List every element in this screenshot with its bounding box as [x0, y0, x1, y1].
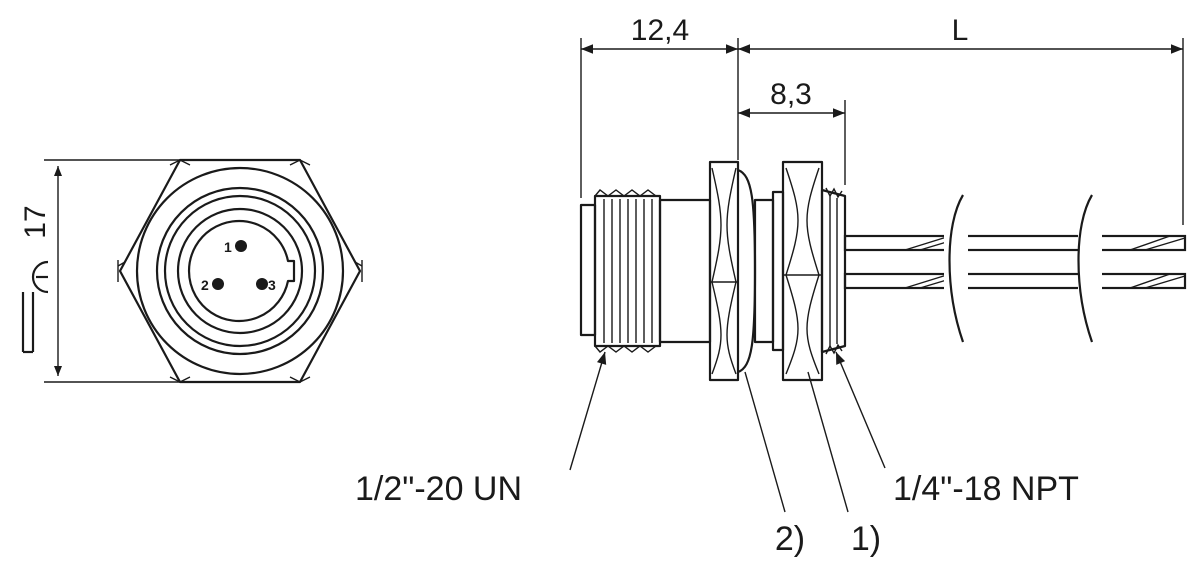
front-view: 17	[19, 158, 363, 384]
pin-3	[256, 278, 268, 290]
pin-1-label: 1	[224, 239, 232, 255]
lock-nut	[781, 160, 824, 382]
reference-1-label: 1)	[851, 520, 881, 558]
front-thread-body	[579, 189, 712, 353]
hex-nut-front	[117, 158, 363, 384]
wrench-icon	[21, 260, 49, 354]
dimension-l-label: L	[952, 14, 969, 47]
connector-pins: 1 2 3	[201, 239, 276, 293]
dimension-8-3-label: 8,3	[770, 78, 812, 111]
front-thread-label: 1/2"-20 UN	[355, 470, 522, 508]
dimension-12-4: 12,4	[581, 14, 738, 54]
pin-1	[235, 240, 247, 252]
dimension-8-3: 8,3	[738, 78, 845, 118]
pin-2-label: 2	[201, 277, 209, 293]
npt-thread	[820, 187, 847, 355]
side-view: 12,4 L 8,3	[355, 14, 1187, 558]
cable-wires	[843, 194, 1187, 343]
leader-lines	[569, 351, 886, 513]
dimension-l: L	[738, 14, 1183, 54]
flange-hex	[708, 160, 757, 382]
dimension-12-4-label: 12,4	[631, 14, 689, 47]
rear-thread-body	[753, 190, 785, 352]
rear-thread-label: 1/4"-18 NPT	[893, 470, 1079, 508]
pin-2	[212, 278, 224, 290]
pin-3-label: 3	[268, 277, 276, 293]
dimension-17: 17	[19, 159, 180, 383]
reference-2-label: 2)	[775, 520, 805, 558]
dimension-17-label: 17	[19, 205, 52, 238]
